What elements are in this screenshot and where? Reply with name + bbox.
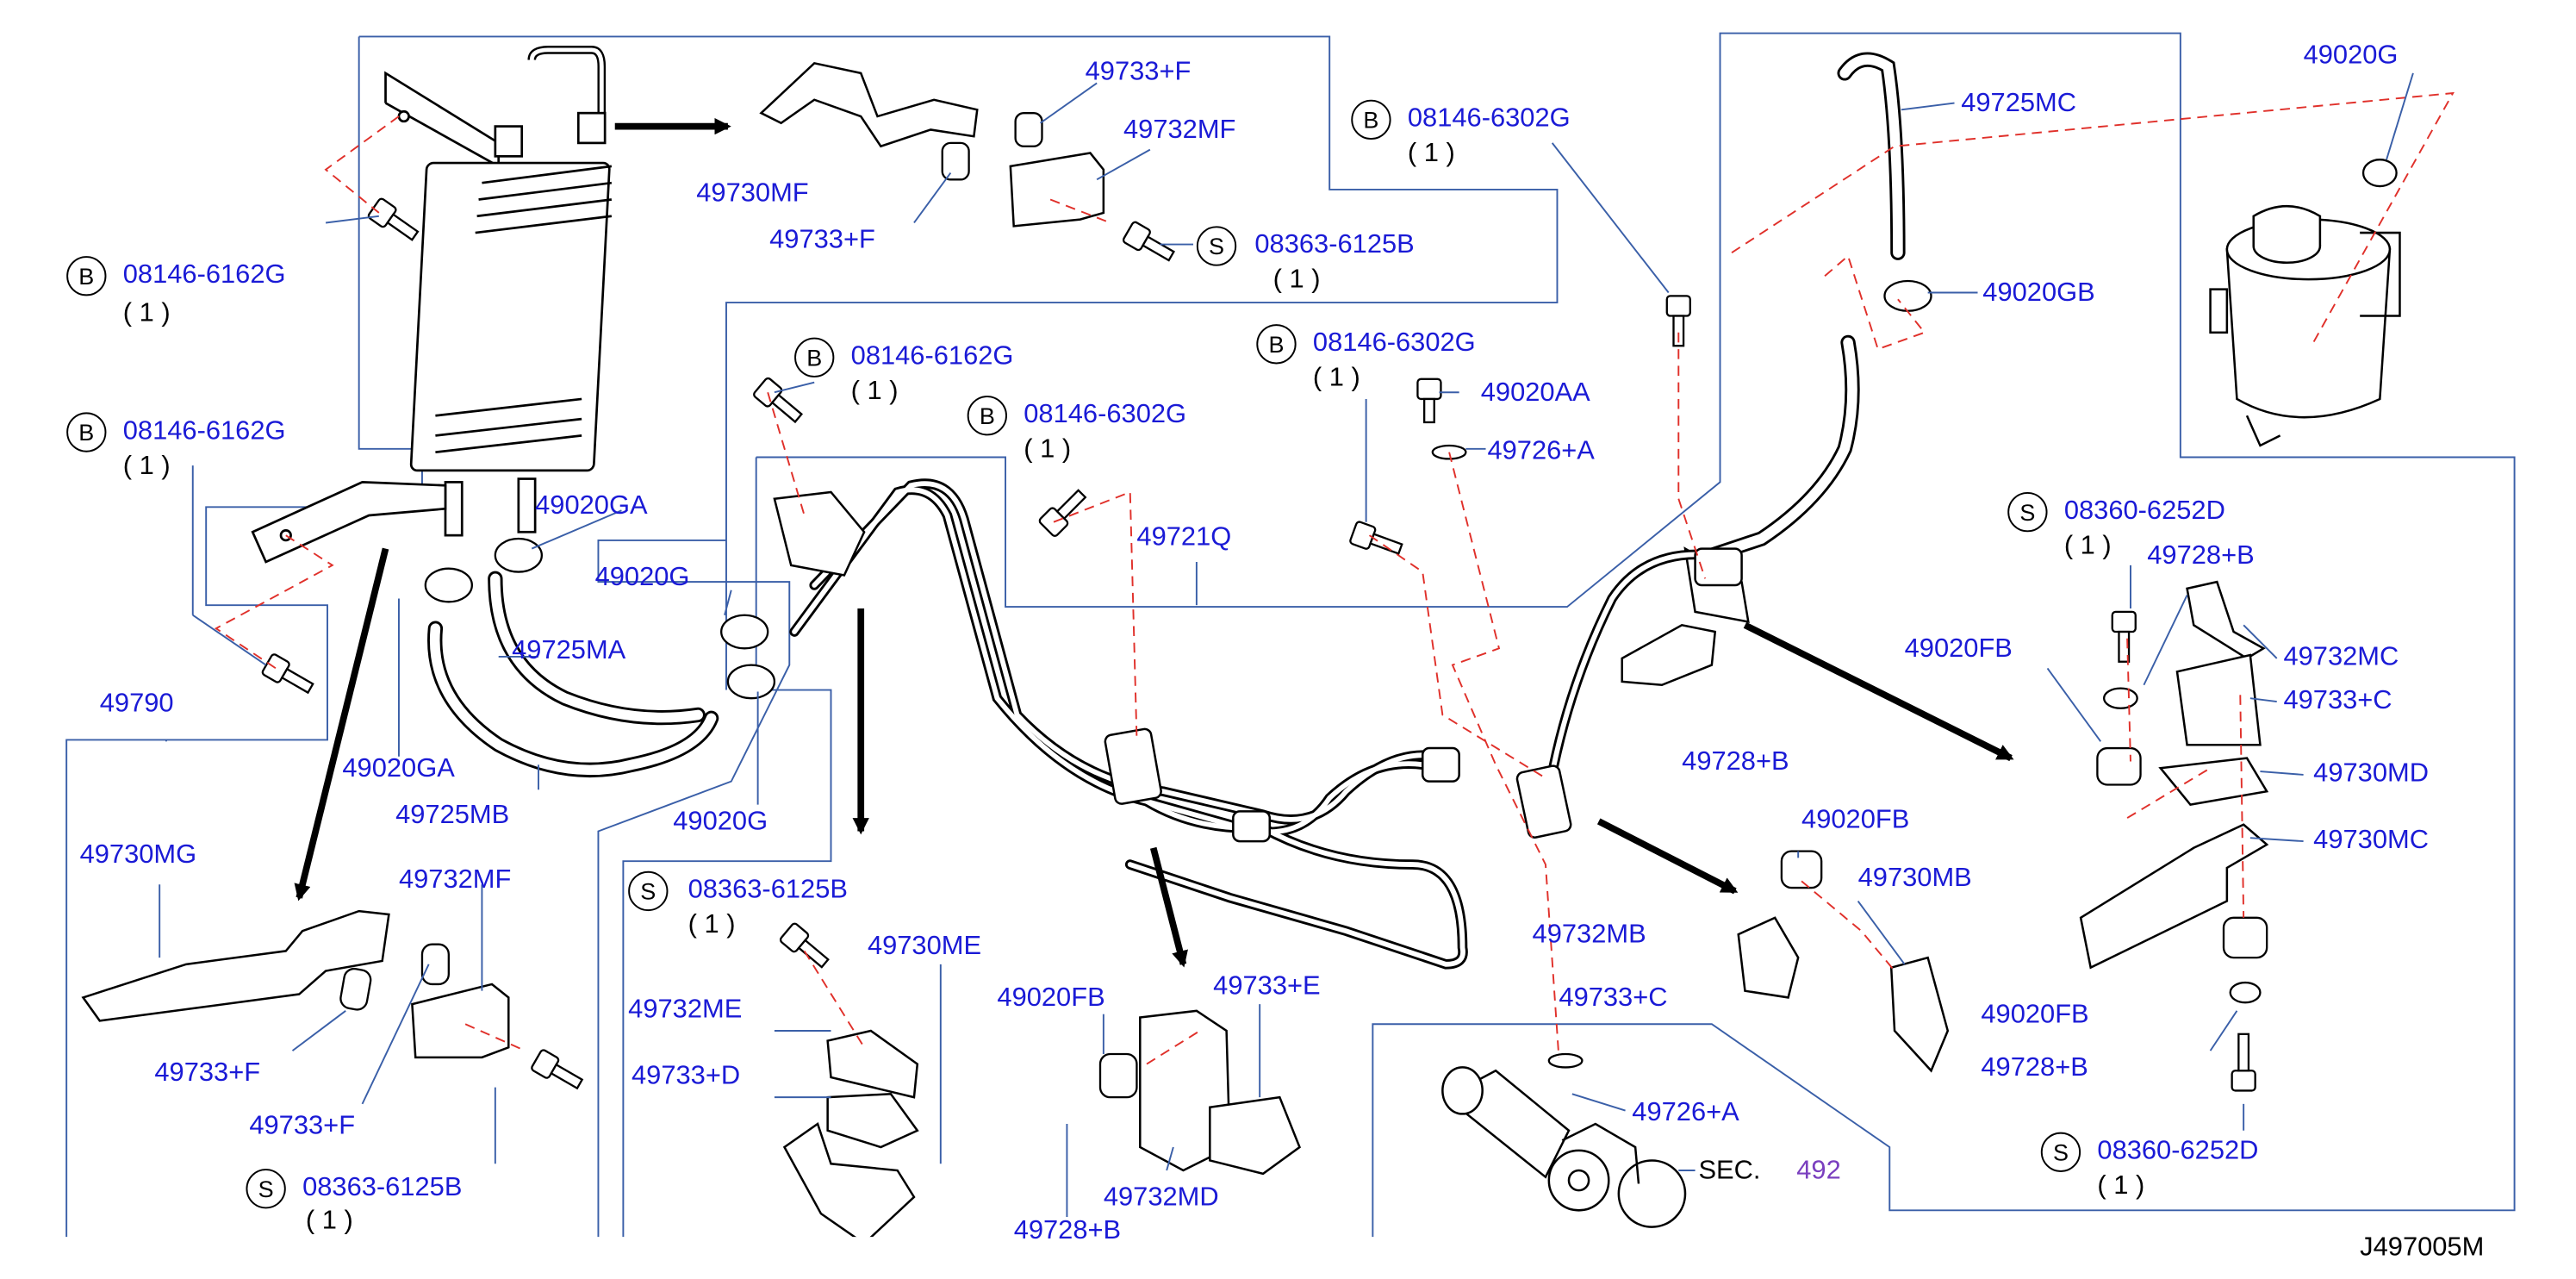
quantity-label: ( 1 ): [1407, 140, 1455, 168]
part-label-08146-6162G[interactable]: 08146-6162G: [850, 342, 1014, 371]
part-label-49733D[interactable]: 49733+D: [632, 1062, 741, 1091]
section-ref-link[interactable]: 492: [1796, 1157, 1841, 1186]
part-label-49725MB[interactable]: 49725MB: [395, 801, 510, 830]
part-label-08363-6125B[interactable]: 08363-6125B: [1254, 231, 1415, 259]
part-label-49728B[interactable]: 49728+B: [1013, 1217, 1122, 1245]
reservoir: [2209, 204, 2401, 447]
part-label-49730MG[interactable]: 49730MG: [79, 841, 197, 870]
part-label-49790[interactable]: 49790: [99, 689, 174, 719]
part-label-49730ME[interactable]: 49730ME: [867, 933, 982, 961]
part-label-49733F[interactable]: 49733+F: [1085, 58, 1192, 87]
screw-badge: S: [628, 870, 669, 912]
part-label-49730MD[interactable]: 49730MD: [2313, 759, 2429, 789]
quantity-label: ( 1 ): [1312, 364, 1360, 393]
quantity-label: ( 1 ): [2063, 532, 2112, 561]
bolt-badge: B: [66, 256, 107, 296]
part-label-49728B[interactable]: 49728+B: [1682, 748, 1789, 777]
quantity-label: ( 1 ): [122, 452, 171, 481]
quantity-label: ( 1 ): [305, 1207, 353, 1236]
screw-badge: S: [1196, 226, 1237, 266]
part-label-49733F[interactable]: 49733+F: [769, 226, 875, 255]
part-label-49728B[interactable]: 49728+B: [1981, 1053, 2088, 1082]
quantity-label: ( 1 ): [1272, 265, 1321, 295]
diagram-code: J497005M: [2360, 1233, 2485, 1263]
part-label-08146-6302G[interactable]: 08146-6302G: [1024, 400, 1187, 429]
oil-cooler: [251, 46, 613, 564]
part-label-49733F[interactable]: 49733+F: [154, 1058, 261, 1088]
direction-arrows: [294, 117, 2014, 968]
part-label-08360-6252D[interactable]: 08360-6252D: [2063, 496, 2225, 526]
panel-outlines: [65, 32, 2516, 1238]
part-label-08146-6162G[interactable]: 08146-6162G: [122, 260, 286, 290]
quantity-label: ( 1 ): [1024, 435, 1072, 465]
part-label-49733E[interactable]: 49733+E: [1213, 972, 1321, 1001]
part-label-49725MC[interactable]: 49725MC: [1961, 90, 2077, 118]
part-label-49721Q[interactable]: 49721Q: [1136, 523, 1232, 552]
part-label-49020GA[interactable]: 49020GA: [342, 754, 455, 783]
part-label-49020FB[interactable]: 49020FB: [1981, 1001, 2089, 1030]
part-label-49020GB[interactable]: 49020GB: [1982, 279, 2095, 308]
part-label-49733C[interactable]: 49733+C: [1559, 983, 1668, 1013]
bolt-badge: B: [1256, 324, 1297, 365]
part-label-08363-6125B[interactable]: 08363-6125B: [688, 876, 848, 905]
quantity-label: ( 1 ): [688, 911, 736, 939]
bolt-badge: B: [794, 337, 835, 377]
brackets: [81, 61, 2269, 1238]
part-label-49020AA[interactable]: 49020AA: [1480, 378, 1590, 408]
part-label-49020G[interactable]: 49020G: [594, 563, 690, 592]
pipes: [789, 478, 1717, 970]
part-label-49733F[interactable]: 49733+F: [249, 1112, 356, 1141]
screw-badge: S: [2040, 1132, 2081, 1172]
diagram-drawing: [65, 32, 2516, 1238]
small-parts: [261, 112, 2398, 1099]
part-label-49732MF[interactable]: 49732MF: [1123, 116, 1236, 145]
part-label-08360-6252D[interactable]: 08360-6252D: [2097, 1137, 2259, 1166]
part-label-49730MF[interactable]: 49730MF: [696, 179, 809, 209]
part-label-49732ME[interactable]: 49732ME: [628, 995, 743, 1025]
part-label-49732MF[interactable]: 49732MF: [398, 866, 512, 895]
bolt-badge: B: [967, 396, 1007, 436]
part-label-49726A[interactable]: 49726+A: [1632, 1099, 1739, 1127]
bolt-badge: B: [66, 412, 107, 452]
leader-lines: [159, 72, 2414, 1218]
part-label-49020G[interactable]: 49020G: [2303, 41, 2399, 71]
part-label-49726A[interactable]: 49726+A: [1487, 437, 1595, 466]
quantity-label: ( 1 ): [122, 299, 171, 328]
part-label-49733C[interactable]: 49733+C: [2283, 686, 2392, 715]
part-label-49732MD[interactable]: 49732MD: [1103, 1183, 1219, 1213]
part-label-49732MC[interactable]: 49732MC: [2283, 643, 2399, 672]
part-label-49020G[interactable]: 49020G: [673, 808, 768, 837]
quantity-label: ( 1 ): [850, 377, 899, 406]
part-label-49728B[interactable]: 49728+B: [2147, 541, 2255, 571]
quantity-label: ( 1 ): [2097, 1171, 2145, 1201]
part-label-08146-6302G[interactable]: 08146-6302G: [1312, 328, 1476, 358]
part-label-49020GA[interactable]: 49020GA: [535, 491, 648, 521]
part-label-49020FB[interactable]: 49020FB: [997, 983, 1105, 1013]
part-label-49730MC[interactable]: 49730MC: [2313, 826, 2429, 855]
part-label-49725MA[interactable]: 49725MA: [512, 636, 626, 665]
screw-badge: S: [2007, 491, 2048, 533]
part-label-08363-6125B[interactable]: 08363-6125B: [302, 1173, 463, 1202]
part-label-08146-6162G[interactable]: 08146-6162G: [122, 417, 286, 446]
part-label-49020FB[interactable]: 49020FB: [1904, 634, 2013, 664]
part-label-49020FB[interactable]: 49020FB: [1801, 806, 1910, 835]
section-ref-prefix: SEC.: [1698, 1157, 1761, 1186]
part-label-49730MB[interactable]: 49730MB: [1857, 864, 1972, 893]
part-label-08146-6302G[interactable]: 08146-6302G: [1407, 104, 1571, 134]
bolt-badge: B: [1351, 99, 1391, 140]
steering-pump: [1441, 1066, 1687, 1228]
parts-diagram: B B S B B B B S S S S 08146-6162G ( 1 ) …: [65, 32, 2516, 1262]
screw-badge: S: [246, 1169, 286, 1209]
part-label-49732MB[interactable]: 49732MB: [1532, 920, 1646, 950]
